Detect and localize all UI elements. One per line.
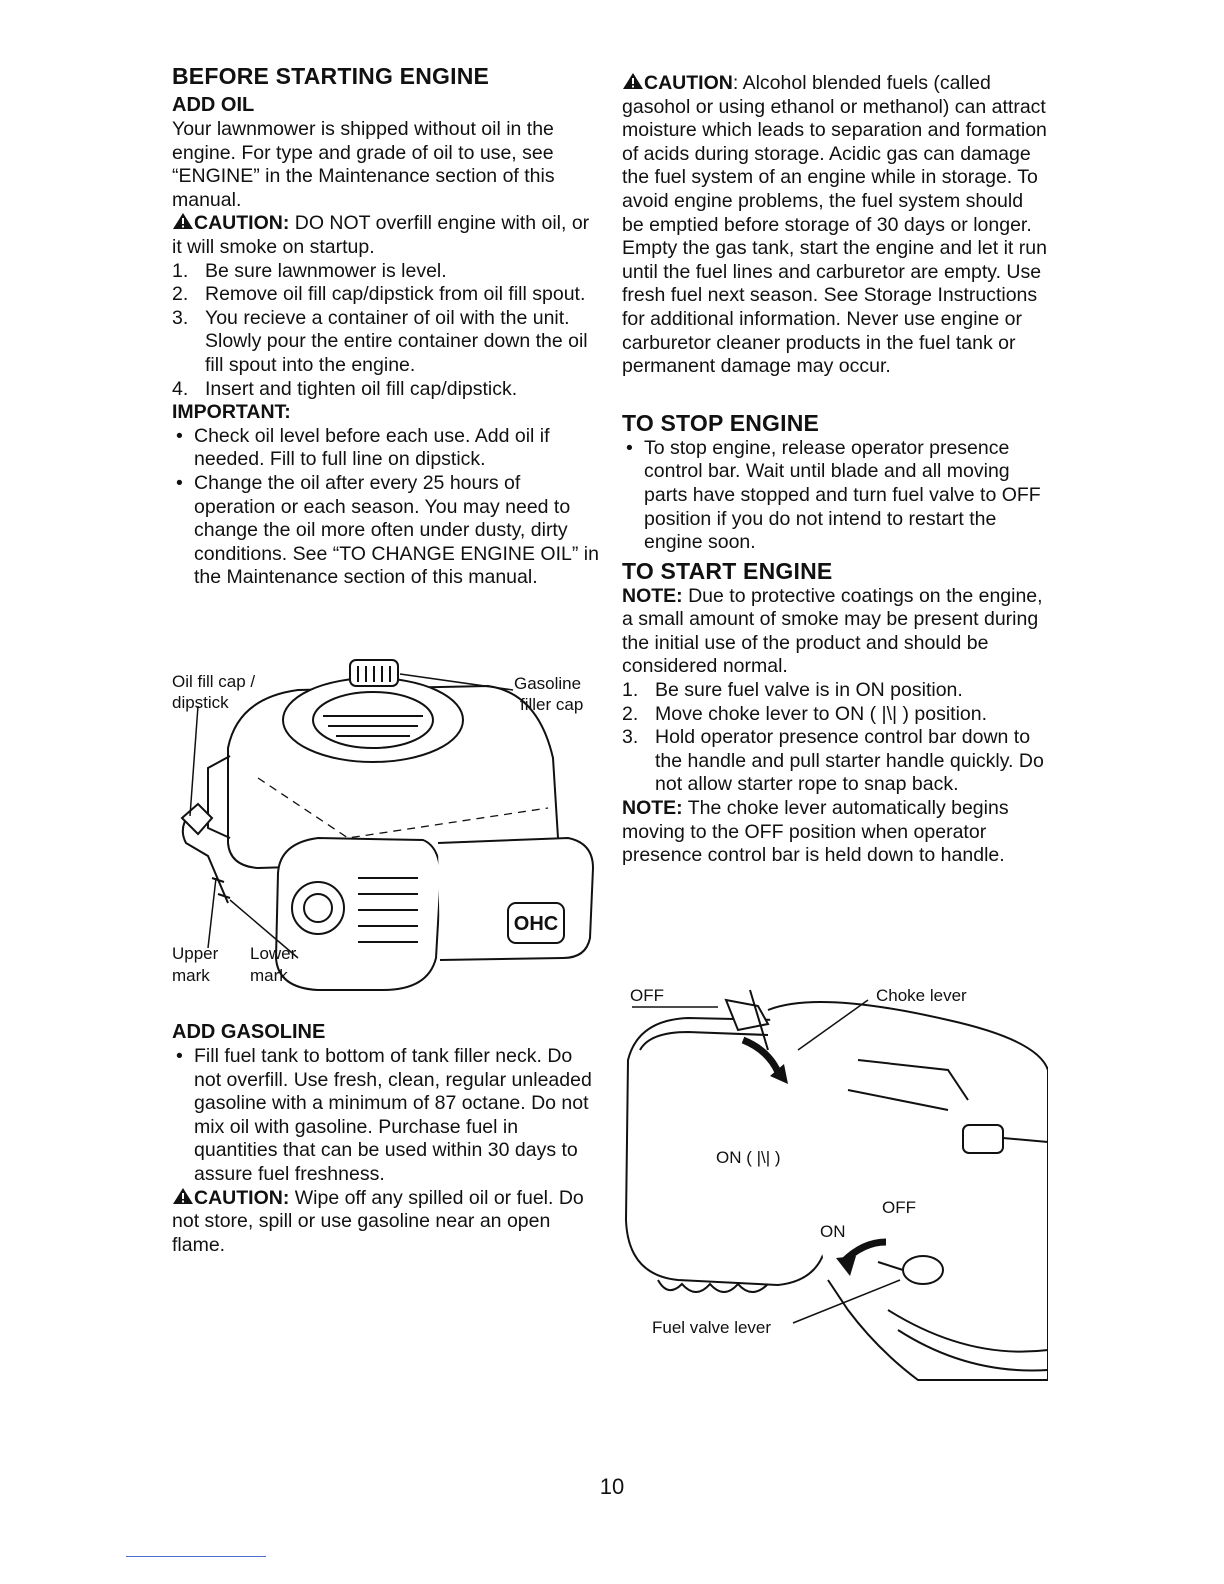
- label-upper: Upper: [172, 944, 219, 963]
- list-item: • Fill fuel tank to bottom of tank filler…: [172, 1045, 600, 1187]
- warning-icon: [173, 213, 193, 230]
- label-choke-lever: Choke lever: [876, 986, 967, 1005]
- right-column: CAUTION: Alcohol blended fuels (called g…: [622, 72, 1050, 868]
- caution-label: CAUTION:: [194, 212, 290, 235]
- add-gasoline-section: ADD GASOLINE • Fill fuel tank to bottom o…: [172, 1019, 600, 1257]
- list-item: 2. Move choke lever to ON ( |\| ) positio…: [622, 703, 1050, 727]
- list-item: 1. Be sure fuel valve is in ON position.: [622, 679, 1050, 703]
- choke-drawing: [624, 989, 1048, 1381]
- bullet-text: To stop engine, release operator presenc…: [644, 436, 1041, 554]
- list-item: 4. Insert and tighten oil fill cap/dipsti…: [172, 378, 600, 402]
- note-label: NOTE:: [622, 584, 683, 607]
- label-filler-cap: filler cap: [520, 695, 584, 714]
- list-item: • To stop engine, release operator presen…: [622, 437, 1050, 555]
- choke-and-fuel-valve-illustration: OFF Choke lever ON ( |\| ) OFF ON Fuel v…: [618, 980, 1048, 1390]
- step-text: You recieve a container of oil with the …: [205, 306, 588, 376]
- step-number: 2.: [622, 702, 639, 725]
- note-text: Due to protective coatings on the engine…: [622, 584, 1043, 678]
- list-item: 1. Be sure lawnmower is level.: [172, 260, 600, 284]
- label-lower: Lower: [250, 944, 297, 963]
- step-number: 3.: [622, 726, 639, 749]
- label-on-choke: ON ( |\| ): [716, 1148, 781, 1167]
- alcohol-fuel-caution: CAUTION: Alcohol blended fuels (called g…: [622, 72, 1050, 379]
- step-text: Be sure lawnmower is level.: [205, 259, 447, 282]
- left-column: BEFORE STARTING ENGINE ADD OIL Your lawn…: [172, 62, 600, 590]
- subheading-add-gasoline: ADD GASOLINE: [172, 1021, 326, 1043]
- caution-text: Wipe off any spilled oil or fuel. Do not…: [172, 1186, 584, 1256]
- step-text: Be sure fuel valve is in ON position.: [655, 679, 963, 702]
- label-fuel-valve-lever: Fuel valve lever: [652, 1318, 772, 1337]
- caution-text: : Alcohol blended fuels (called gasohol …: [622, 72, 1047, 378]
- step-text: Move choke lever to ON ( |\| ) position.: [655, 702, 988, 725]
- label-off-fuel-valve: OFF: [882, 1198, 916, 1217]
- important-list: • Check oil level before each use. Add oi…: [172, 425, 600, 590]
- engine-illustration: OHC Oil fill cap / dipstick Gasoline fil…: [168, 638, 600, 998]
- warning-icon: [623, 73, 643, 89]
- start-note-1: NOTE: Due to protective coatings on the …: [622, 585, 1050, 679]
- step-number: 1.: [172, 259, 189, 282]
- step-number: 3.: [172, 306, 189, 329]
- step-number: 4.: [172, 377, 189, 400]
- footer-link-underline: [126, 1556, 266, 1557]
- add-oil-intro: Your lawnmower is shipped without oil in…: [172, 118, 555, 211]
- add-oil-caution: CAUTION: DO NOT overfill engine with oil…: [172, 212, 600, 259]
- add-gasoline-caution: CAUTION: Wipe off any spilled oil or fue…: [172, 1187, 600, 1258]
- warning-icon: [173, 1187, 193, 1204]
- list-item: • Check oil level before each use. Add oi…: [172, 425, 600, 472]
- list-item: 3. Hold operator presence control bar dow…: [622, 726, 1050, 797]
- label-dipstick: dipstick: [172, 693, 229, 712]
- label-oil-fill-cap: Oil fill cap /: [172, 672, 256, 691]
- start-note-2: NOTE: The choke lever automatically begi…: [622, 797, 1050, 868]
- bullet-text: Check oil level before each use. Add oil…: [194, 424, 550, 471]
- heading-to-start-engine: TO START ENGINE: [622, 557, 833, 584]
- important-label: IMPORTANT:: [172, 401, 291, 424]
- list-item: 3. You recieve a container of oil with th…: [172, 307, 600, 378]
- bullet-icon: •: [626, 436, 633, 459]
- bullet-text: Change the oil after every 25 hours of o…: [194, 471, 599, 589]
- label-off-choke: OFF: [630, 986, 664, 1005]
- page-number: 10: [599, 1474, 625, 1499]
- step-number: 1.: [622, 679, 639, 702]
- bullet-icon: •: [176, 424, 183, 447]
- note-text: The choke lever automatically begins mov…: [622, 797, 1009, 867]
- label-lower-mark: mark: [250, 966, 288, 985]
- list-item: • Change the oil after every 25 hours of …: [172, 472, 600, 590]
- bullet-icon: •: [176, 471, 183, 494]
- bullet-icon: •: [176, 1045, 183, 1067]
- step-number: 2.: [172, 283, 189, 306]
- engine-drawing: OHC: [180, 659, 595, 991]
- subheading-add-oil: ADD OIL: [172, 94, 255, 116]
- add-oil-steps: 1. Be sure lawnmower is level. 2. Remove o…: [172, 260, 600, 402]
- caution-label: CAUTION: [644, 72, 733, 94]
- step-text: Remove oil fill cap/dipstick from oil fi…: [205, 283, 586, 306]
- ohc-badge: OHC: [514, 913, 558, 935]
- label-gasoline: Gasoline: [514, 674, 582, 693]
- label-upper-mark: mark: [172, 966, 210, 985]
- heading-to-stop-engine: TO STOP ENGINE: [622, 409, 820, 436]
- step-text: Insert and tighten oil fill cap/dipstick…: [205, 377, 518, 400]
- section-heading-before-starting: BEFORE STARTING ENGINE: [172, 63, 490, 89]
- caution-text: DO NOT overfill engine with oil, or it w…: [172, 212, 590, 258]
- bullet-text: Fill fuel tank to bottom of tank filler …: [194, 1045, 592, 1185]
- caution-label: CAUTION:: [194, 1186, 290, 1209]
- label-on-fuel-valve: ON: [820, 1222, 846, 1241]
- list-item: 2. Remove oil fill cap/dipstick from oil …: [172, 283, 600, 307]
- step-text: Hold operator presence control bar down …: [655, 726, 1044, 796]
- note-label: NOTE:: [622, 797, 683, 820]
